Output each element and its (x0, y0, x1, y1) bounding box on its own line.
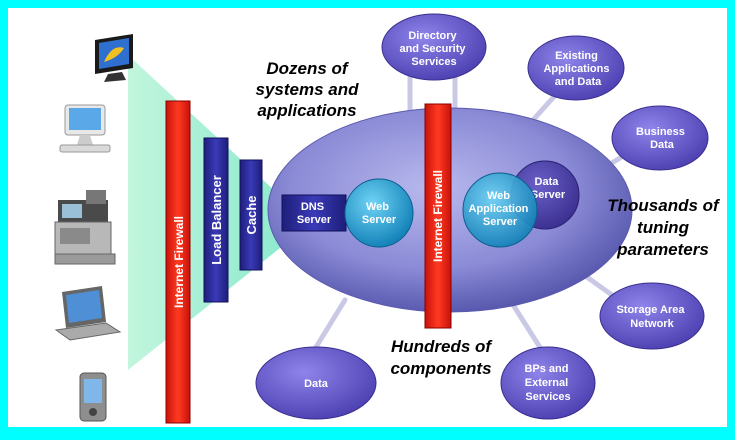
bps-line1: BPs and (524, 363, 568, 375)
satellite-existing-apps: Existing Applications and Data (527, 35, 625, 101)
business-data-line2: Data (650, 139, 675, 151)
directory-line3: Services (411, 56, 456, 68)
hundreds-line2: components (390, 359, 491, 378)
callout-hundreds: Hundreds of components (390, 337, 493, 378)
load-balancer-bar: Load Balancer (203, 137, 229, 303)
data-satellite-label: Data (304, 378, 329, 390)
satellite-data: Data (255, 346, 377, 420)
bps-line2: External (525, 377, 568, 389)
web-app-server-line1: Web (487, 190, 510, 202)
dozens-line3: applications (257, 101, 356, 120)
svg-text:Business Data: Business Data (636, 126, 688, 151)
svg-text:Web Application Se: Web Application Server (469, 190, 532, 228)
internet-firewall-left: Internet Firewall (165, 100, 191, 424)
web-app-server-line3: Server (483, 216, 518, 228)
existing-apps-line1: Existing (555, 50, 598, 62)
satellite-storage-area-network: Storage Area Network (599, 282, 705, 350)
business-data-line1: Business (636, 126, 685, 138)
callout-dozens: Dozens of systems and applications (256, 59, 360, 120)
svg-text:components: components (390, 359, 491, 378)
dns-server-box: DNS Server (281, 194, 347, 232)
storage-line2: Network (630, 318, 674, 330)
existing-apps-line3: and Data (555, 76, 602, 88)
svg-text:Existing Applications: Existing Applications and Data (543, 50, 612, 88)
svg-text:Thousands of: Thousands of (607, 196, 721, 215)
thousands-line2: tuning (637, 218, 690, 237)
laptop-icon (54, 286, 122, 341)
svg-text:BPs and External S: BPs and External Services (524, 363, 571, 403)
satellite-business-data: Business Data (611, 105, 709, 171)
hundreds-line1: Hundreds of (391, 337, 493, 356)
storage-line1: Storage Area (616, 304, 685, 316)
cash-register-icon (54, 190, 116, 265)
web-application-server-node: Web Application Server (462, 172, 538, 248)
data-server-line1: Data (535, 176, 560, 188)
satellite-bps-external: BPs and External Services (500, 346, 596, 420)
dozens-line1: Dozens of (266, 59, 350, 78)
svg-text:Directory and Security: Directory and Security Services (399, 30, 468, 68)
satellite-directory: Directory and Security Services (381, 13, 487, 81)
internet-firewall-right: Internet Firewall (424, 103, 452, 329)
svg-text:tuning: tuning (637, 218, 690, 237)
svg-text:parameters: parameters (616, 240, 709, 259)
web-server-line2: Server (362, 214, 397, 226)
directory-line1: Directory (408, 30, 457, 42)
svg-text:Hundreds of: Hundreds of (391, 337, 493, 356)
imac-icon (59, 104, 111, 153)
dozens-line2: systems and (256, 80, 360, 99)
svg-text:systems and: systems and (256, 80, 360, 99)
load-balancer-label: Load Balancer (209, 175, 224, 265)
internet-firewall-left-label: Internet Firewall (172, 216, 186, 308)
cache-bar: Cache (239, 159, 263, 271)
svg-text:Web Server: Web Server (362, 201, 397, 226)
svg-text:applications: applications (257, 101, 356, 120)
cache-label: Cache (244, 195, 259, 234)
svg-text:DNS Server: DNS Server (297, 201, 332, 226)
existing-apps-line2: Applications (543, 63, 609, 75)
svg-text:Storage Area Network: Storage Area Network (616, 304, 687, 330)
data-server-line2: Server (531, 189, 566, 201)
internet-firewall-right-label: Internet Firewall (431, 170, 445, 262)
callout-thousands: Thousands of tuning parameters (607, 196, 721, 259)
bps-line3: Services (525, 391, 570, 403)
pda-icon (79, 372, 107, 422)
dns-server-line1: DNS (301, 201, 324, 213)
directory-line2: and Security (399, 43, 466, 55)
svg-text:Data Server: Data Server (531, 176, 566, 201)
thousands-line1: Thousands of (607, 196, 721, 215)
desktop-monitor-icon (95, 34, 133, 82)
web-server-line1: Web (366, 201, 389, 213)
web-app-server-line2: Application (469, 203, 529, 215)
dns-server-line2: Server (297, 214, 332, 226)
web-server-node: Web Server (344, 178, 414, 248)
thousands-line3: parameters (616, 240, 709, 259)
svg-text:Dozens of: Dozens of (266, 59, 350, 78)
